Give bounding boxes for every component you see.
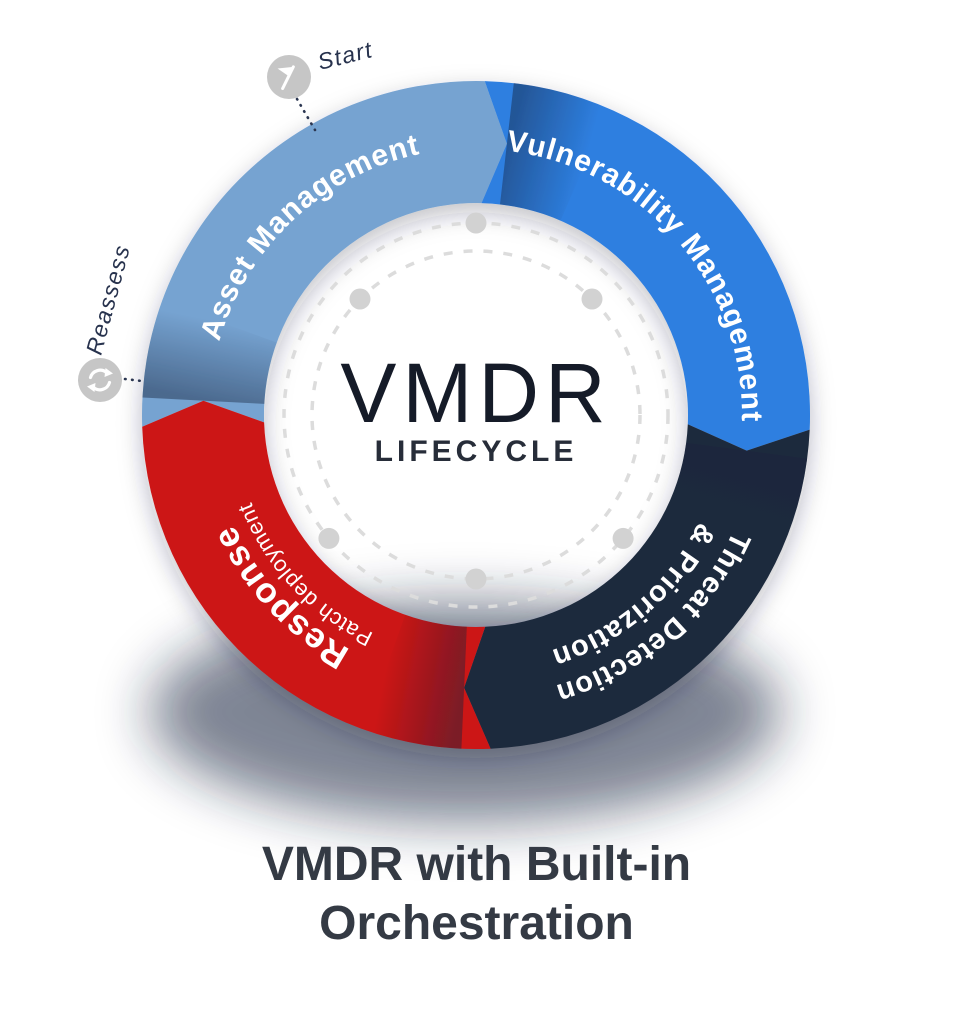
reassess-label: Reassess [81,241,135,357]
reassess-marker-circle [78,358,122,402]
orbit-dot [318,527,340,549]
junction-shadow-response [364,614,467,749]
orbit-dot [349,288,371,310]
refresh-icon [87,368,113,392]
diagram-caption: VMDR with Built-in Orchestration [261,838,692,950]
junction-shadow-threat [668,442,808,554]
lifecycle-subtitle: LIFECYCLE [375,435,578,468]
orbit-dot [581,288,603,310]
dashed-orbit-inner [310,249,642,581]
start-dotted-connector [295,97,317,132]
reassess-marker: Reassess [78,241,144,402]
junction-shadow-asset [142,300,277,404]
vmdr-logo: VMDR [340,346,611,440]
orbit-dot [465,568,487,590]
orbit-dot [612,527,634,549]
reassess-dotted-connector [123,377,144,383]
lifecycle-ring [141,80,811,750]
flag-icon [277,65,295,91]
start-label: Start [315,36,376,75]
junction-shadow-vulnerability [500,83,610,221]
orbit-dot [465,212,487,234]
orbit-decoration [282,212,670,609]
